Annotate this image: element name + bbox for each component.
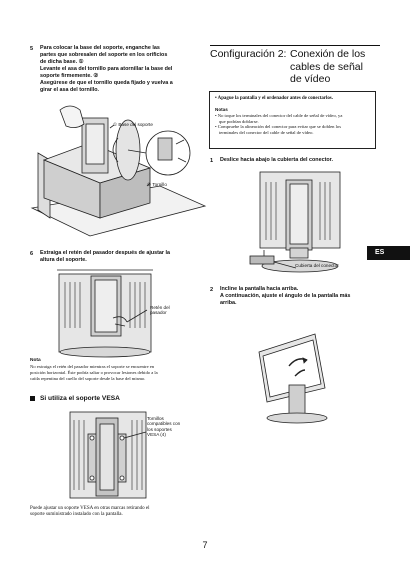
vesa-illustration xyxy=(69,411,147,499)
stand-base-illustration xyxy=(30,105,207,237)
tilt-illustration xyxy=(258,333,328,424)
text-line: Incline la pantalla hacia arriba. xyxy=(220,286,299,292)
screw-callout: ② Tornillo xyxy=(147,182,167,187)
text-line: Extraiga el retén del pasador después de… xyxy=(40,250,171,256)
text-line: partes que sobresalen del soporte en los… xyxy=(40,52,168,58)
note-line: Compruebe la alineación del conector par… xyxy=(217,124,341,130)
vesa-heading: Si utiliza el soporte VESA xyxy=(30,395,120,402)
vesa-callout: Tornillos compatibles con los soportes V… xyxy=(147,416,197,438)
text-line: arriba. xyxy=(220,300,237,306)
title-line: Conexión de los xyxy=(290,48,366,60)
callout-label: VESA (4) xyxy=(147,432,166,438)
callout-label: Tornillo xyxy=(152,182,167,187)
text-line: de dicha base. ① xyxy=(40,59,84,65)
warning-box: • Apague la pantalla y el ordenador ante… xyxy=(209,91,376,149)
connector-callout: Cubierta del conector xyxy=(295,263,339,268)
marker-2: ② xyxy=(147,182,152,187)
heading-text: Si utiliza el soporte VESA xyxy=(40,395,120,402)
callout-label: compatibles con xyxy=(147,421,181,427)
note-line: terminales del conector del cable de señ… xyxy=(219,129,314,135)
step-5-text: Para colocar la base del soporte, enganc… xyxy=(40,45,210,94)
marker-1: ① xyxy=(113,122,118,127)
section-prefix: Configuración 2: xyxy=(210,48,287,60)
note-line: que podrían doblarse. xyxy=(219,118,259,124)
vesa-paragraph: Puede ajustar un soporte VESA en otras m… xyxy=(30,506,210,519)
callout-label: pasador xyxy=(150,310,167,316)
bullet-icon: • xyxy=(215,96,217,101)
title-line: cables de señal xyxy=(290,60,363,73)
step-number: 6 xyxy=(30,251,34,257)
note-1: • No toque los terminales del conector d… xyxy=(215,113,370,124)
text-line: Levante el asa del tornillo para atornil… xyxy=(40,66,173,72)
step-number: 2 xyxy=(210,287,214,293)
text-line: Puede ajustar un soporte VESA en otras m… xyxy=(30,506,150,511)
text-line: girar el asa del tornillo. xyxy=(40,87,100,93)
step-6-text: Extraiga el retén del pasador después de… xyxy=(40,250,210,264)
text-line: Para colocar la base del soporte, enganc… xyxy=(40,45,160,51)
section-title: Conexión de los cables de señal de vídeo xyxy=(290,48,365,86)
note-line: No toque los terminales del conector del… xyxy=(217,113,343,118)
note-block: Nota No extraiga el retén del pasador mi… xyxy=(30,358,210,382)
language-tab: ES xyxy=(367,246,410,260)
page-number: 7 xyxy=(202,540,208,550)
connector-cover-illustration xyxy=(249,171,341,273)
note-line: caída repentina del cuello del soporte d… xyxy=(30,376,146,381)
step-number: 1 xyxy=(210,158,214,164)
bullet-icon: • xyxy=(215,113,218,118)
callout-label: Retén del xyxy=(150,305,170,310)
step-2-text: Incline la pantalla hacia arriba. A cont… xyxy=(220,286,380,307)
text-line: altura del soporte. xyxy=(40,257,87,263)
notes-title: Notas xyxy=(215,107,228,112)
note-line: posición horizontal. Éste podría saltar … xyxy=(30,370,158,375)
text-line: A continuación, ajuste el ángulo de la p… xyxy=(220,293,351,299)
text-line: Asegúrese de que el tornillo queda fijad… xyxy=(40,80,173,86)
note-2: • Compruebe la alineación del conector p… xyxy=(215,124,370,135)
note-title: Nota xyxy=(30,358,41,363)
pin-lock-illustration xyxy=(57,269,153,358)
bullet-icon: • xyxy=(215,124,218,130)
text-line: soporte suministrado instalado con la pa… xyxy=(30,512,123,518)
box-bullet: • Apague la pantalla y el ordenador ante… xyxy=(215,96,370,102)
callout-label: los soportes xyxy=(147,426,172,432)
step-1-text: Deslice hacia abajo la cubierta del cone… xyxy=(220,157,333,163)
callout-label: Tornillos xyxy=(147,416,164,421)
bullet-text: Apague la pantalla y el ordenador antes … xyxy=(217,96,333,101)
text-line: soporte firmemente. ② xyxy=(40,73,99,79)
callout-label: Base del soporte xyxy=(118,122,153,127)
section-rule xyxy=(210,45,380,46)
title-line: de vídeo xyxy=(290,73,331,85)
note-line: No extraiga el retén del pasador mientra… xyxy=(30,364,155,369)
base-callout: ① Base del soporte xyxy=(113,122,153,127)
square-bullet-icon xyxy=(30,396,35,401)
pin-callout: Retén del pasador xyxy=(150,305,190,316)
step-number: 5 xyxy=(30,46,34,52)
